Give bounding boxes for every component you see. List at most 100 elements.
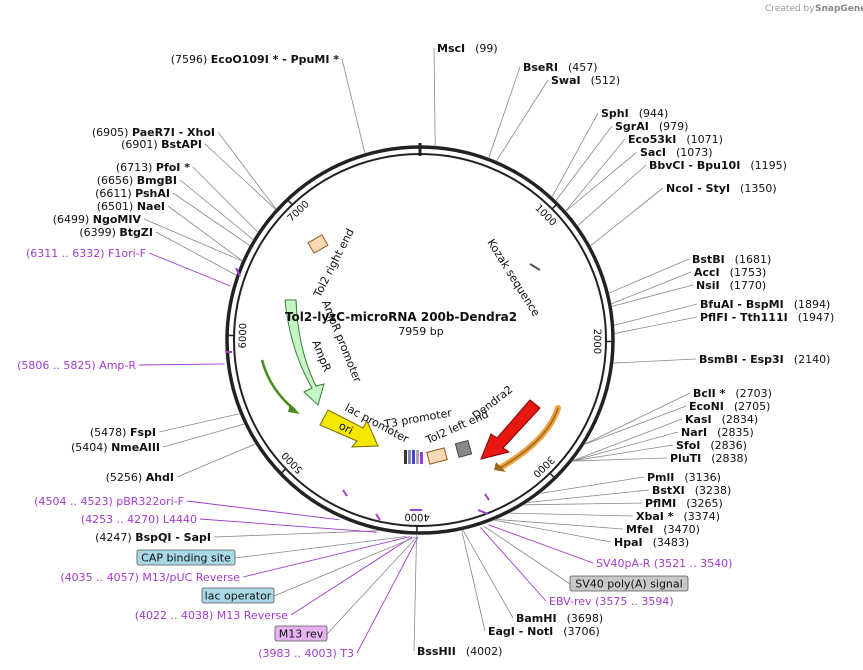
site-label[interactable]: (6611) PshAI (95, 187, 170, 200)
feature-box[interactable] (569, 575, 689, 592)
site-label[interactable]: (6499) NgoMIV (53, 213, 142, 226)
site-label[interactable]: SfoI(2836) (676, 439, 747, 452)
feature-box-label: SV40 poly(A) signal (575, 578, 682, 591)
site-leader (611, 271, 692, 305)
site-label[interactable]: (6656) BmgBI (97, 174, 177, 187)
site-position: (1073) (676, 146, 713, 159)
site-label[interactable]: BstBI(1681) (692, 253, 771, 266)
primer-leader (138, 363, 225, 366)
site-label[interactable]: (6399) BtgZI (79, 226, 153, 239)
site-name: MscI (437, 42, 465, 55)
site-position: (3136) (684, 471, 721, 484)
primer-label[interactable]: (5806 .. 5825) Amp-R (17, 359, 136, 372)
site-label[interactable]: PmlI(3136) (647, 471, 721, 484)
tol2-right-end-box[interactable] (307, 234, 329, 254)
site-leader (143, 218, 242, 262)
site-label[interactable]: BclI *(2703) (693, 387, 772, 400)
site-name: BtgZI (119, 226, 153, 239)
feature-box[interactable] (274, 625, 328, 642)
site-label[interactable]: EcoNI(2705) (689, 400, 770, 413)
site-label[interactable]: Eco53kI(1071) (628, 133, 723, 146)
primer-label[interactable]: EBV-rev (3575 .. 3594) (549, 595, 674, 608)
site-label[interactable]: BssHII(4002) (417, 645, 502, 658)
primer-label[interactable]: SV40pA-R (3521 .. 3540) (596, 557, 732, 570)
site-name: EcoNI (689, 400, 724, 413)
site-label[interactable]: PflMI(3265) (645, 497, 723, 510)
site-leader (341, 58, 366, 154)
site-label[interactable]: NcoI - StyI(1350) (666, 182, 777, 195)
site-leader (584, 405, 687, 445)
ampr-arc (260, 359, 296, 411)
site-leader (584, 392, 691, 445)
site-position: (4247) (95, 531, 135, 544)
site-position: (6399) (79, 226, 119, 239)
site-label[interactable]: BstXI(3238) (652, 484, 731, 497)
site-label[interactable]: EagI - NotI(3706) (488, 625, 600, 638)
box-leader (234, 536, 406, 559)
site-label[interactable]: NarI(2835) (681, 426, 754, 439)
site-label[interactable]: BamHI(3698) (516, 612, 603, 625)
site-label[interactable]: (6901) BstAPI (121, 138, 202, 151)
site-label[interactable]: BsmBI - Esp3I(2140) (699, 353, 830, 366)
site-name: NcoI - StyI (666, 182, 730, 195)
site-label[interactable]: SgrAI(979) (615, 120, 688, 133)
tol2-left-end-box[interactable] (426, 447, 448, 465)
site-label[interactable]: NsiI(1770) (696, 279, 766, 292)
primer-label[interactable]: (4022 .. 4038) M13 Reverse (135, 609, 288, 622)
site-label[interactable]: (6905) PaeR7I - XhoI (92, 126, 215, 139)
site-label[interactable]: (5256) AhdI (106, 471, 174, 484)
site-position: (5256) (106, 471, 146, 484)
primer-leader (242, 536, 410, 578)
site-label[interactable]: BseRI(457) (523, 61, 598, 74)
ampr-arrow[interactable] (284, 299, 325, 406)
site-name: NgoMIV (93, 213, 142, 226)
small-gray-feature[interactable] (454, 439, 473, 458)
site-name: SwaI (551, 74, 581, 87)
site-name: HpaI (614, 536, 643, 549)
primer-leader (356, 536, 419, 654)
primer-label[interactable]: (4035 .. 4057) M13/pUC Reverse (60, 571, 240, 584)
site-label[interactable]: MfeI(3470) (626, 523, 700, 536)
site-label[interactable]: (6501) NaeI (97, 200, 165, 213)
site-leader (590, 187, 664, 246)
primer-label[interactable]: (6311 .. 6332) F1ori-F (26, 247, 146, 260)
feature-box[interactable] (136, 549, 236, 566)
site-label[interactable]: BfuAI - BspMI(1894) (700, 298, 830, 311)
site-label[interactable]: (5478) FspI (90, 426, 156, 439)
site-label[interactable]: (7596) EcoO109I * - PpuMI * (171, 53, 340, 66)
site-label[interactable]: (5404) NmeAIII (71, 441, 160, 454)
site-label[interactable]: SwaI(512) (551, 74, 620, 87)
site-leader (217, 131, 277, 209)
site-leader (509, 512, 634, 517)
primer-label[interactable]: (3983 .. 4003) T3 (258, 647, 354, 660)
feature-box[interactable] (201, 587, 275, 604)
site-leader (158, 413, 240, 433)
site-leader (611, 284, 694, 307)
site-leader (496, 519, 624, 530)
dendra2-arrow[interactable] (480, 399, 541, 460)
site-position: (2834) (722, 413, 759, 426)
site-label[interactable]: (4247) BspQI - SapI (95, 531, 211, 544)
site-leader (192, 166, 258, 233)
site-label[interactable]: (6713) PfoI * (116, 161, 190, 174)
site-label[interactable]: AccI(1753) (694, 266, 766, 279)
site-leader (461, 530, 486, 632)
site-label[interactable]: HpaI(3483) (614, 536, 689, 549)
site-label[interactable]: MscI(99) (437, 42, 498, 55)
site-label[interactable]: PluTI(2838) (670, 452, 748, 465)
ori-arrow[interactable] (319, 409, 379, 448)
site-leader (614, 303, 698, 326)
site-name: NaeI (137, 200, 165, 213)
site-label[interactable]: SacI(1073) (640, 146, 713, 159)
tick-mark (549, 472, 556, 479)
primer-label[interactable]: (4253 .. 4270) L4440 (81, 513, 197, 526)
site-leader (155, 231, 237, 276)
site-label[interactable]: XbaI *(3374) (636, 510, 720, 523)
primer-label[interactable]: (4504 .. 4523) pBR322ori-F (34, 495, 184, 508)
tick-label: 6000 (238, 323, 250, 349)
site-label[interactable]: PflFI - Tth111I(1947) (700, 311, 834, 324)
site-label[interactable]: KasI(2834) (685, 413, 758, 426)
site-position: (6656) (97, 174, 137, 187)
site-label[interactable]: SphI(944) (601, 107, 668, 120)
site-label[interactable]: BbvCI - Bpu10I(1195) (649, 159, 787, 172)
